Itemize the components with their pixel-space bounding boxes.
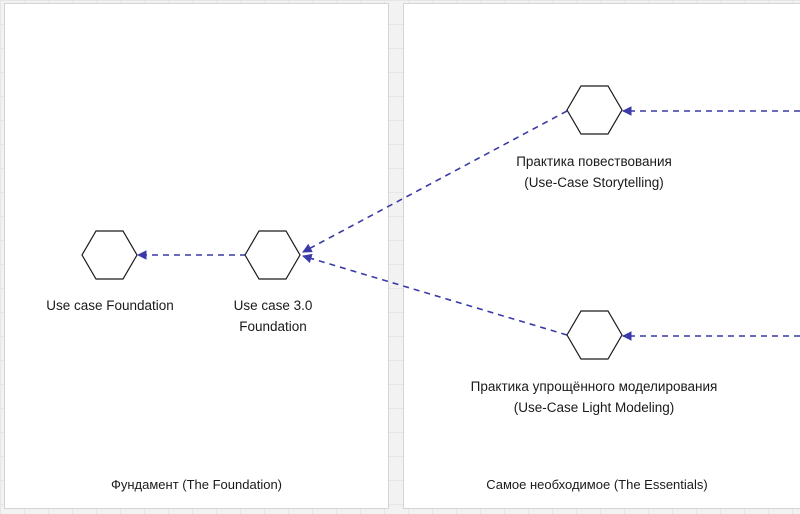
- node-label-uc-3-foundation: Use case 3.0 Foundation: [233, 298, 313, 334]
- node-label-uc-foundation: Use case Foundation: [46, 298, 174, 313]
- node-shape-storytelling[interactable]: [566, 85, 623, 135]
- container-title-essentials: Самое необходимое (The Essentials): [486, 477, 708, 492]
- node-label-light-modeling: Практика упрощённого моделирования (Use-…: [470, 379, 718, 415]
- container-foundation[interactable]: Фундамент (The Foundation): [4, 3, 389, 509]
- edge-lightmodeling-to-uc3[interactable]: [302, 253, 568, 336]
- container-title-foundation: Фундамент (The Foundation): [110, 477, 282, 492]
- node-label-storytelling: Практика повествования (Use-Case Storyte…: [516, 154, 672, 190]
- node-shape-light-modeling[interactable]: [566, 310, 623, 360]
- node-shape-uc-3-foundation[interactable]: [244, 230, 301, 280]
- edge-storytelling-to-uc3[interactable]: [302, 110, 568, 253]
- node-shape-uc-foundation[interactable]: [81, 230, 138, 280]
